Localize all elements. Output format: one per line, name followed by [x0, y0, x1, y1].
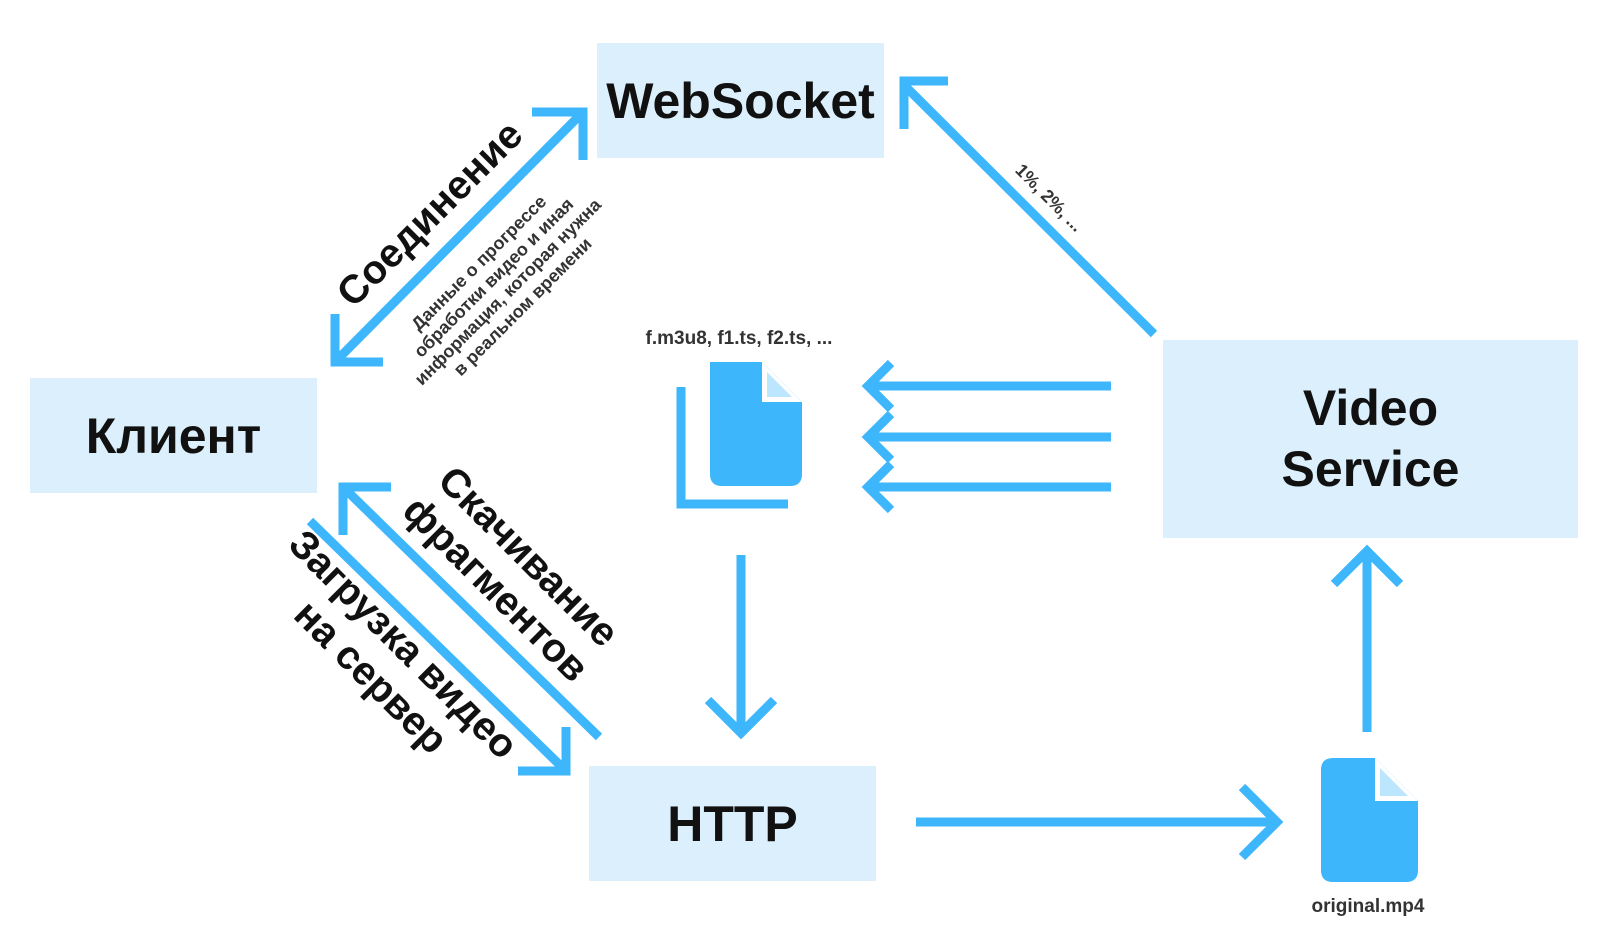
- http-label: HTTP: [667, 795, 798, 852]
- video-service-label-line1: Video: [1302, 380, 1439, 436]
- websocket-label: WebSocket: [606, 72, 875, 129]
- video-service-label-line2: Service: [1281, 441, 1460, 497]
- upload-arrow: [306, 517, 571, 776]
- fragments-to-http-arrow: [704, 555, 778, 740]
- progress-arrow: [899, 76, 1158, 338]
- http-node: HTTP: [589, 766, 876, 881]
- client-label: Клиент: [85, 407, 262, 464]
- http-to-original-arrow: [916, 783, 1284, 861]
- file-copy-icon: [676, 362, 802, 509]
- original-to-video-arrow: [1330, 544, 1404, 732]
- websocket-node: WebSocket: [597, 43, 884, 158]
- client-node: Клиент: [30, 378, 317, 493]
- download-arrow: [338, 482, 603, 741]
- file-icon: [1321, 758, 1418, 882]
- original-file-label: original.mp4: [1311, 896, 1425, 917]
- fragment-files-label: f.m3u8, f1.ts, f2.ts, ...: [645, 328, 833, 349]
- video-service-node: Video Service: [1163, 340, 1578, 538]
- connection-arrow: [330, 107, 588, 367]
- fragments-arrows: [861, 359, 1111, 514]
